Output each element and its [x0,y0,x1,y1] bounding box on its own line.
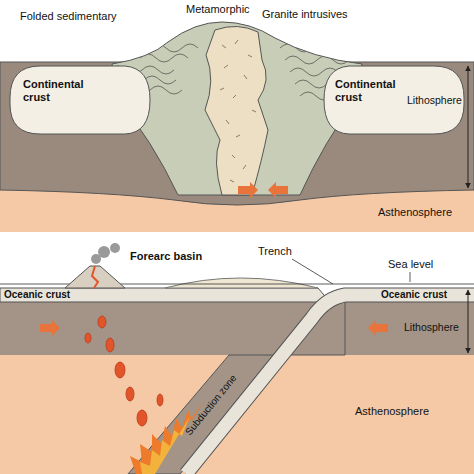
push-arrow [368,320,388,336]
lithosphere-layer [0,300,474,355]
zone-label: Subduction zone [183,372,239,437]
push-arrow [40,320,60,336]
lava [92,266,98,288]
layer-label: Lithosphere [406,94,463,106]
granite-intrusion [205,26,268,195]
push-arrow [238,182,258,198]
region-label: Granite intrusives [262,8,348,21]
volcano [65,266,125,288]
crust-label: Continental crust [334,78,402,103]
leader-line [410,272,411,282]
continental-crust-lens [324,66,464,134]
oceanic-crust-layer [0,288,330,302]
thickness-arrow [468,290,469,353]
crust-label: Oceanic crust [3,289,71,301]
region-label: Metamorphic [186,3,250,16]
leader-line [292,259,333,284]
crust-label: Continental crust [22,78,90,103]
continental-crust-lens [10,66,150,134]
crust-label: Oceanic crust [380,289,448,301]
push-arrow [268,182,288,198]
granite-texture [220,40,256,182]
region-label: Folded sedimentary [20,10,117,23]
forearc-basin-wedge [165,278,318,288]
thickness-arrow [468,66,469,188]
feature-label: Forearc basin [130,250,202,263]
layer-label: Asthenosphere [378,206,452,219]
rising-magma [85,316,163,426]
layer-label: Lithosphere [404,321,459,333]
layer-label: Asthenosphere [355,405,429,418]
volcanic-smoke [91,243,120,264]
feature-label: Trench [258,245,292,258]
feature-label: Sea level [388,258,433,271]
